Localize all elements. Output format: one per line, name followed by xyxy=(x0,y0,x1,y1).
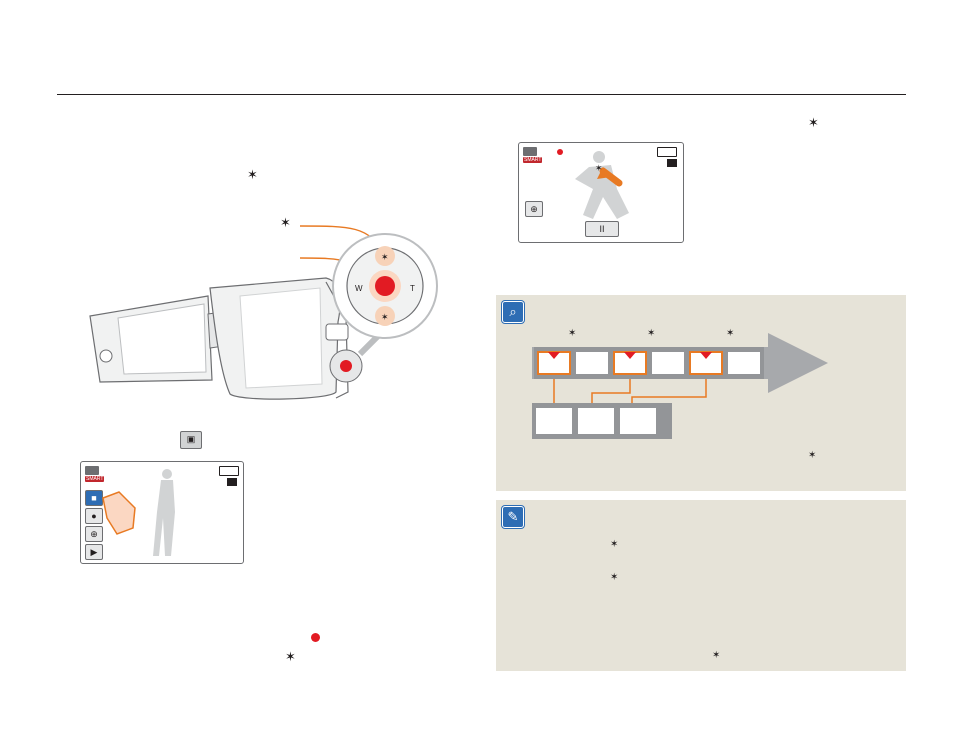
movie-mode-icon: ▣ xyxy=(180,431,202,449)
scene-icon xyxy=(85,466,99,475)
rec-dot-icon xyxy=(557,149,563,155)
star-mark-icon: ✶ xyxy=(280,215,291,230)
filmstrip-diagram xyxy=(532,333,828,439)
lcd-screen-mode: SMART ■ ● ⊕ ▶ xyxy=(80,461,244,564)
zoom-button[interactable]: ⊕ xyxy=(525,201,543,217)
zoom-button[interactable]: ⊕ xyxy=(85,526,103,542)
smart-auto-badge: SMART xyxy=(523,157,543,163)
lcd-screen-recording: SMART ⊕ II ✶ xyxy=(518,142,684,243)
header-rule xyxy=(57,94,906,95)
svg-text:✶: ✶ xyxy=(595,164,603,174)
note-panel: ✎ ✶ ✶ ✶ xyxy=(496,500,906,671)
pencil-note-icon: ✎ xyxy=(502,506,524,528)
scene-icon xyxy=(523,147,537,156)
svg-text:T: T xyxy=(410,284,415,293)
battery-icon xyxy=(657,147,677,157)
magnifier-icon: ⌕ xyxy=(502,301,524,323)
camcorder-illustration: W T ✶ ✶ xyxy=(89,225,438,400)
tip-panel: ⌕ ✶ ✶ ✶ ✶ xyxy=(496,295,906,491)
star-mark-icon: ✶ xyxy=(712,650,721,661)
photo-mode-button[interactable]: ● xyxy=(85,508,103,524)
star-mark-icon: ✶ xyxy=(808,450,817,461)
svg-text:✶: ✶ xyxy=(381,253,389,263)
star-mark-icon: ✶ xyxy=(610,572,619,583)
tap-hand-icon xyxy=(102,491,136,535)
star-mark-icon: ✶ xyxy=(647,328,656,339)
record-indicator-icon xyxy=(311,633,320,642)
person-silhouette xyxy=(153,469,175,556)
star-mark-icon: ✶ xyxy=(247,167,258,182)
star-mark-icon: ✶ xyxy=(808,115,819,130)
pause-button[interactable]: II xyxy=(585,221,619,237)
svg-text:✶: ✶ xyxy=(381,313,389,323)
dancer-silhouette: ✶ xyxy=(575,151,629,219)
svg-text:W: W xyxy=(355,284,363,293)
star-mark-icon: ✶ xyxy=(285,649,296,664)
quality-icon xyxy=(667,159,677,167)
smart-auto-badge: SMART xyxy=(85,476,105,482)
star-mark-icon: ✶ xyxy=(568,328,577,339)
star-mark-icon: ✶ xyxy=(610,539,619,550)
playback-button[interactable]: ▶ xyxy=(85,544,103,560)
battery-icon xyxy=(219,466,239,476)
star-mark-icon: ✶ xyxy=(726,328,735,339)
quality-icon xyxy=(227,478,237,486)
